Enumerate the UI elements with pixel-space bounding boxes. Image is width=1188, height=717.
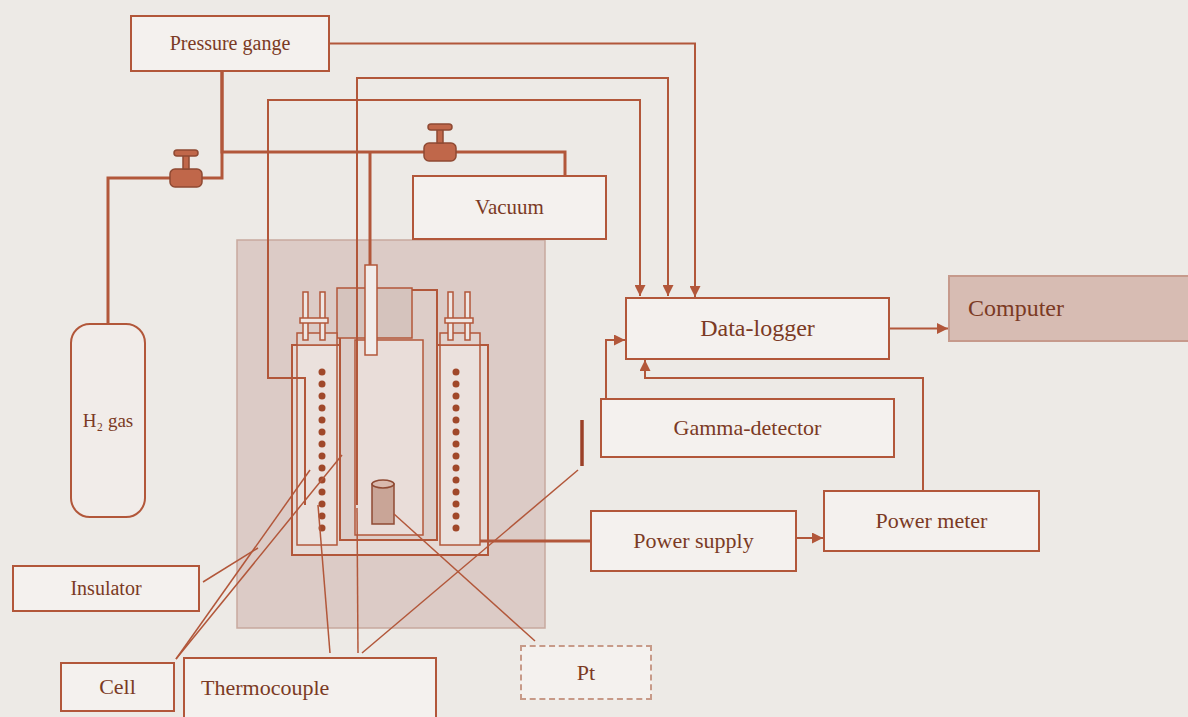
part-label: Pt xyxy=(520,645,652,700)
insulator-block xyxy=(237,240,545,628)
bolts xyxy=(300,292,473,340)
node-text: Pt xyxy=(577,660,595,686)
logger-box: Data-logger xyxy=(625,297,890,360)
node-text: Pressure gange xyxy=(170,32,291,55)
computer-box: Computer xyxy=(948,275,1188,342)
vacuum-box: Vacuum xyxy=(412,175,607,240)
vessel-inner xyxy=(355,340,423,535)
part-label: Cell xyxy=(60,662,175,712)
part-label: Thermocouple xyxy=(183,657,437,717)
signal-arrow xyxy=(890,328,948,330)
gamma-probe xyxy=(580,420,584,466)
node-text: Cell xyxy=(99,674,136,700)
signal-arrow xyxy=(606,340,625,398)
power-supply-box: Power supply xyxy=(590,510,797,572)
node-text: Data-logger xyxy=(700,315,815,342)
node-text: Thermocouple xyxy=(201,675,329,701)
node-text: Power supply xyxy=(633,528,753,554)
leader-lines xyxy=(176,455,578,659)
gas-pipe xyxy=(222,72,565,175)
node-text: Computer xyxy=(968,295,1064,322)
node-text: H₂ gas xyxy=(83,410,133,432)
gas-tube xyxy=(365,265,377,355)
power-meter-box: Power meter xyxy=(823,490,1040,552)
heater-left xyxy=(297,345,337,545)
node-text: Power meter xyxy=(876,508,988,534)
flange xyxy=(440,333,480,345)
gas-pipe xyxy=(108,72,222,323)
gas-cylinder: H₂ gas xyxy=(70,323,146,518)
signal-arrow xyxy=(797,537,823,539)
valve-symbol xyxy=(170,150,202,187)
valve-symbol xyxy=(424,124,456,161)
thermocouple-wire xyxy=(268,100,640,505)
signal-arrow xyxy=(330,44,695,298)
part-label: Insulator xyxy=(12,565,200,612)
node-text: Gamma-detector xyxy=(674,415,822,441)
detector-box: Gamma-detector xyxy=(600,398,895,458)
node-text: Vacuum xyxy=(475,195,544,220)
gauge-box: Pressure gange xyxy=(130,15,330,72)
node-text: Insulator xyxy=(70,577,141,600)
pipe xyxy=(369,152,372,265)
heater-right xyxy=(440,345,480,545)
pt-sample xyxy=(372,480,394,524)
